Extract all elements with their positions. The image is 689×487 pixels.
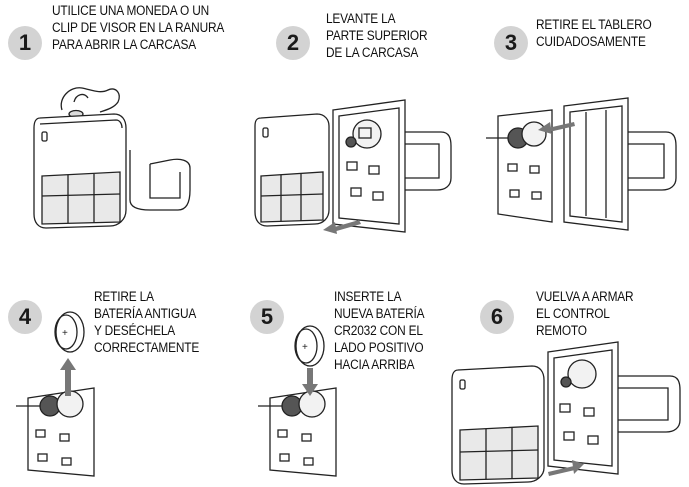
step-6-illustration (451, 341, 681, 485)
direction-arrow (548, 460, 584, 476)
step-5-illustration: + (258, 325, 337, 477)
step-5-number: 5 (250, 300, 284, 334)
step-5-line-3: CR2032 CON EL (334, 323, 423, 338)
step-3-line-2: CUIDADOSAMENTE (536, 34, 646, 49)
battery-icon (55, 311, 85, 353)
step-6-line-3: REMOTO (536, 323, 587, 338)
step-4-line-3: Y DESÉCHELA (94, 323, 176, 338)
step-2-number: 2 (276, 26, 310, 60)
step-3-instructions: RETIRE EL TABLERO CUIDADOSAMENTE (536, 16, 652, 50)
direction-arrow (60, 358, 76, 396)
step-4-instructions: RETIRE LA BATERÍA ANTIGUA Y DESÉCHELA CO… (94, 288, 199, 356)
step-5-line-5: HACIA ARRIBA (334, 357, 415, 372)
direction-arrow (302, 368, 318, 396)
step-5-instructions: INSERTE LA NUEVA BATERÍA CR2032 CON EL L… (334, 288, 425, 373)
step-1-instructions: UTILICE UNA MONEDA O UN CLIP DE VISOR EN… (52, 2, 224, 53)
step-6-line-2: EL CONTROL (536, 306, 610, 321)
step-2-line-2: PARTE SUPERIOR (326, 28, 428, 43)
step-3-number: 3 (494, 26, 528, 60)
step-5-line-4: LADO POSITIVO (334, 340, 424, 355)
indicator-icon (41, 131, 48, 142)
step-1-illustration (33, 87, 191, 229)
step-6-number: 6 (480, 300, 514, 334)
step-1-line-1: UTILICE UNA MONEDA O UN (52, 3, 210, 18)
step-2-line-3: DE LA CARCASA (326, 45, 419, 60)
step-4-number: 4 (8, 300, 42, 334)
step-5-line-1: INSERTE LA (334, 289, 402, 304)
step-2-instructions: LEVANTE LA PARTE SUPERIOR DE LA CARCASA (326, 10, 428, 61)
direction-arrow (323, 220, 361, 234)
step-4-line-4: CORRECTAMENTE (94, 340, 200, 355)
step-4-line-2: BATERÍA ANTIGUA (94, 306, 197, 321)
direction-arrow (538, 122, 575, 134)
step-3-illustration (486, 97, 677, 231)
battery-plus-sign: + (62, 328, 68, 339)
step-2-line-1: LEVANTE LA (326, 11, 396, 26)
step-2-illustration (254, 99, 452, 234)
step-6-line-1: VUELVA A ARMAR (536, 289, 634, 304)
step-3-line-1: RETIRE EL TABLERO (536, 17, 652, 32)
step-4-line-1: RETIRE LA (94, 289, 154, 304)
step-6-instructions: VUELVA A ARMAR EL CONTROL REMOTO (536, 288, 634, 339)
step-1-line-2: CLIP DE VISOR EN LA RANURA (52, 20, 225, 35)
step-1-line-3: PARA ABRIR LA CARCASA (52, 37, 196, 52)
step-4-illustration: + (16, 311, 95, 477)
step-5-line-2: NUEVA BATERÍA (334, 306, 425, 321)
battery-plus-sign: + (302, 342, 308, 353)
battery-icon (295, 325, 325, 367)
hand-icon (60, 87, 120, 113)
step-1-number: 1 (8, 26, 42, 60)
